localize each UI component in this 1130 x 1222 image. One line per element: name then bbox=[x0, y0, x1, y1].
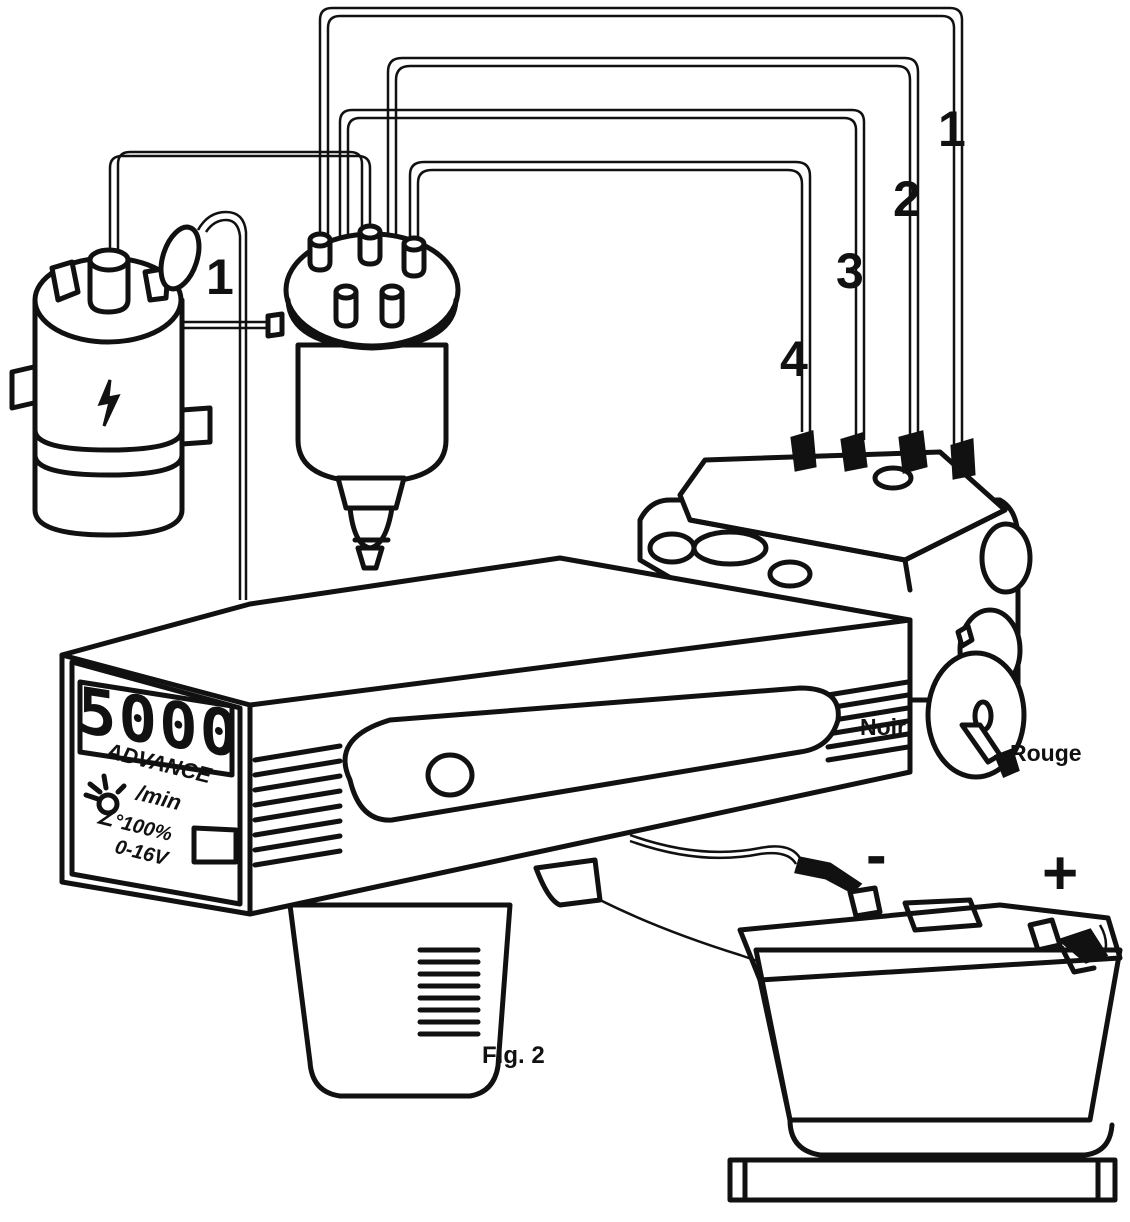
timing-light bbox=[59, 555, 913, 1099]
battery-negative-sign: - bbox=[866, 821, 887, 890]
battery-positive-sign: + bbox=[1042, 839, 1079, 908]
distributor bbox=[265, 223, 461, 571]
figure-caption: Fig. 2 bbox=[482, 1042, 545, 1069]
spark-plug-wires bbox=[108, 6, 964, 600]
wire-number-2: 2 bbox=[893, 171, 921, 227]
black-clip-label: Noir bbox=[860, 714, 906, 740]
wire-number-1: 1 bbox=[938, 101, 966, 157]
coil-number-1: 1 bbox=[206, 249, 234, 305]
battery bbox=[599, 833, 1123, 1203]
wire-number-4: 4 bbox=[780, 331, 808, 387]
ignition-coil bbox=[9, 224, 213, 538]
wire-number-3: 3 bbox=[836, 243, 864, 299]
red-clip-label: Rouge bbox=[1010, 740, 1082, 766]
engine-block bbox=[637, 430, 1033, 780]
